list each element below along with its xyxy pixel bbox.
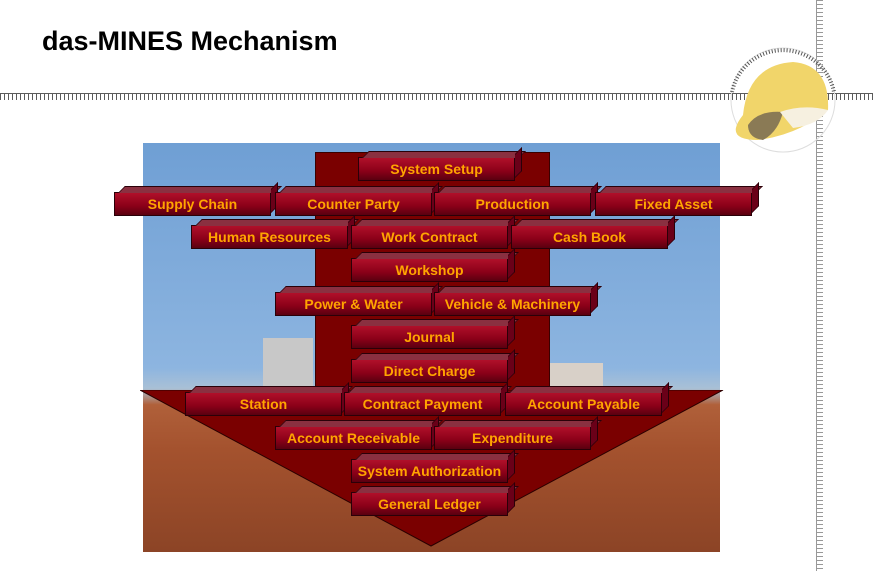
hard-hat-icon [730,47,836,153]
module-general-ledger[interactable]: General Ledger [351,492,508,516]
building-silhouette [263,338,313,388]
module-system-setup[interactable]: System Setup [358,157,515,181]
module-production[interactable]: Production [434,192,591,216]
module-station[interactable]: Station [185,392,342,416]
module-account-receivable[interactable]: Account Receivable [275,426,432,450]
ruler-vertical [816,0,823,571]
module-contract-payment[interactable]: Contract Payment [344,392,501,416]
module-vehicle-machinery[interactable]: Vehicle & Machinery [434,292,591,316]
module-supply-chain[interactable]: Supply Chain [114,192,271,216]
module-direct-charge[interactable]: Direct Charge [351,359,508,383]
module-power-water[interactable]: Power & Water [275,292,432,316]
module-fixed-asset[interactable]: Fixed Asset [595,192,752,216]
module-expenditure[interactable]: Expenditure [434,426,591,450]
module-counter-party[interactable]: Counter Party [275,192,432,216]
module-workshop[interactable]: Workshop [351,258,508,282]
module-account-payable[interactable]: Account Payable [505,392,662,416]
module-cash-book[interactable]: Cash Book [511,225,668,249]
module-work-contract[interactable]: Work Contract [351,225,508,249]
ruler-horizontal [0,93,873,100]
module-journal[interactable]: Journal [351,325,508,349]
slide-title: das-MINES Mechanism [42,26,338,56]
module-human-resources[interactable]: Human Resources [191,225,348,249]
module-system-authorization[interactable]: System Authorization [351,459,508,483]
